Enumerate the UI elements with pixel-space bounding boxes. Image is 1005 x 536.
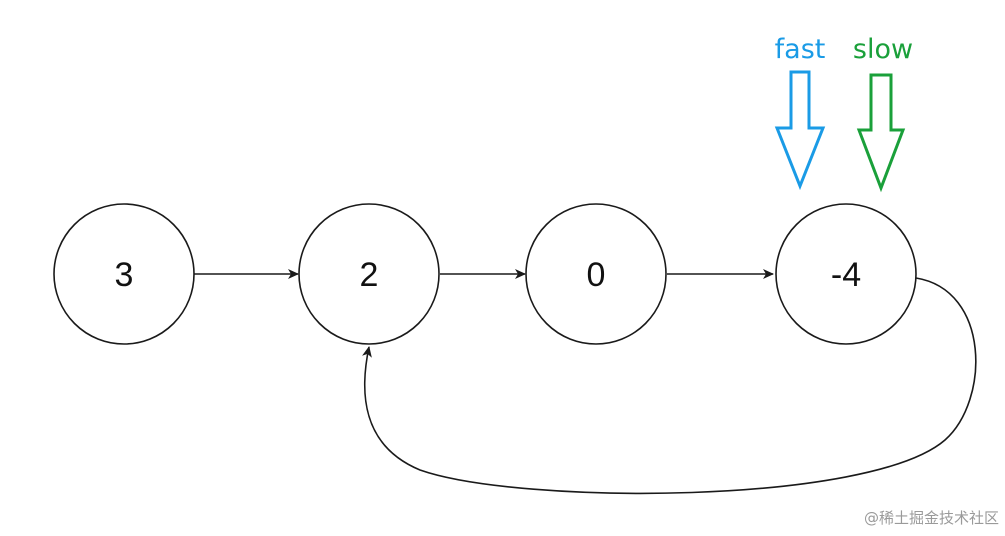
node-circle: [775, 203, 917, 345]
list-node: -4: [775, 203, 917, 345]
cycle-edge-neg4-to-2: [362, 277, 977, 495]
list-node: 0: [525, 203, 667, 345]
list-node: 2: [298, 203, 440, 345]
node-value: -4: [831, 256, 861, 294]
fast-pointer: fast: [774, 34, 826, 191]
node-circle: [298, 203, 440, 345]
fast-label: fast: [775, 34, 826, 65]
node-circle: [53, 203, 195, 345]
slow-label: slow: [853, 34, 913, 65]
node-value: 2: [360, 256, 379, 294]
node-value: 0: [587, 256, 606, 294]
list-node: 3: [53, 203, 195, 345]
watermark: @稀土掘金技术社区: [863, 509, 999, 527]
slow-arrow-icon: [856, 73, 906, 193]
node-value: 3: [115, 256, 134, 294]
node-circle: [525, 203, 667, 345]
fast-arrow-icon: [774, 70, 826, 191]
slow-pointer: slow: [853, 34, 913, 193]
